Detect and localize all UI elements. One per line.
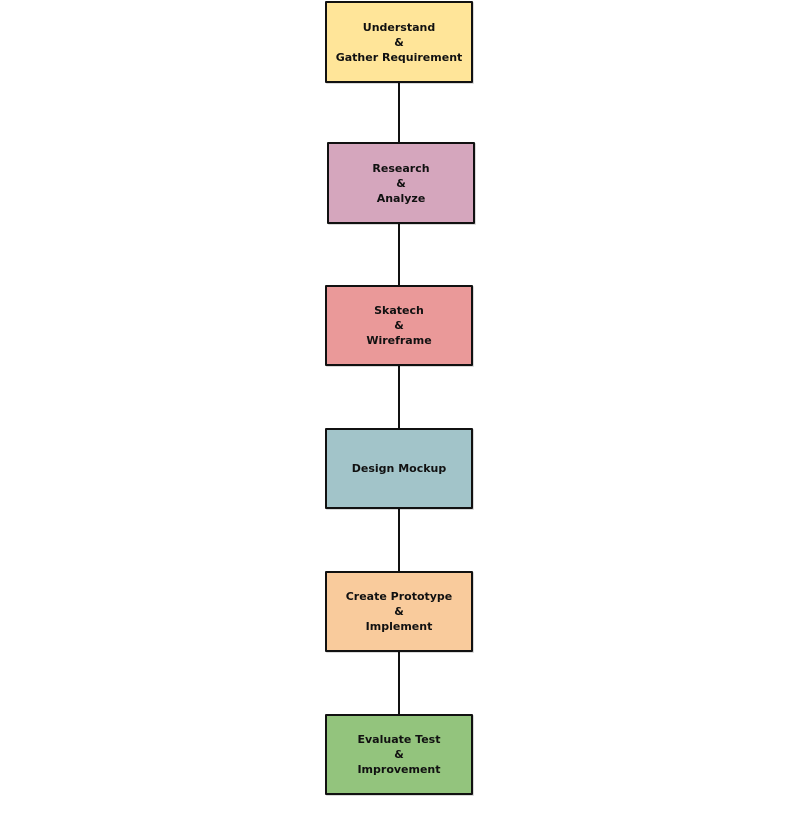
step-2-line-2: & [396, 176, 406, 190]
step-4-line-1: Design Mockup [351, 462, 447, 475]
step-6-line-1: Evaluate Test [357, 733, 441, 746]
step-evaluate-test-improvement: Evaluate Test & Improvement [325, 714, 473, 795]
connector-1-2 [398, 82, 400, 142]
connector-2-3 [398, 224, 400, 285]
step-create-prototype-implement: Create Prototype & Implement [325, 571, 473, 652]
step-2-line-3: Analyze [376, 191, 426, 205]
step-design-mockup: Design Mockup [325, 428, 473, 509]
step-6-line-2: & [394, 748, 404, 761]
step-research-analyze: Research & Analyze [327, 142, 475, 224]
step-5-line-2: & [394, 605, 404, 618]
step-5-line-3: Implement [365, 620, 433, 633]
step-3-line-2: & [394, 319, 404, 332]
connector-4-5 [398, 509, 400, 571]
step-6-line-3: Improvement [357, 763, 441, 776]
step-3-line-3: Wireframe [366, 334, 432, 347]
step-1-line-1: Understand [362, 20, 436, 34]
step-1-line-3: Gather Requirement [335, 50, 463, 64]
connector-5-6 [398, 652, 400, 714]
step-sketch-wireframe: Skatech & Wireframe [325, 285, 473, 366]
step-understand-gather-requirement: Understand & Gather Requirement [325, 1, 473, 83]
connector-3-4 [398, 366, 400, 428]
step-5-line-1: Create Prototype [345, 590, 453, 603]
step-2-line-1: Research [372, 161, 430, 175]
step-3-line-1: Skatech [374, 304, 424, 317]
step-1-line-2: & [394, 35, 404, 49]
